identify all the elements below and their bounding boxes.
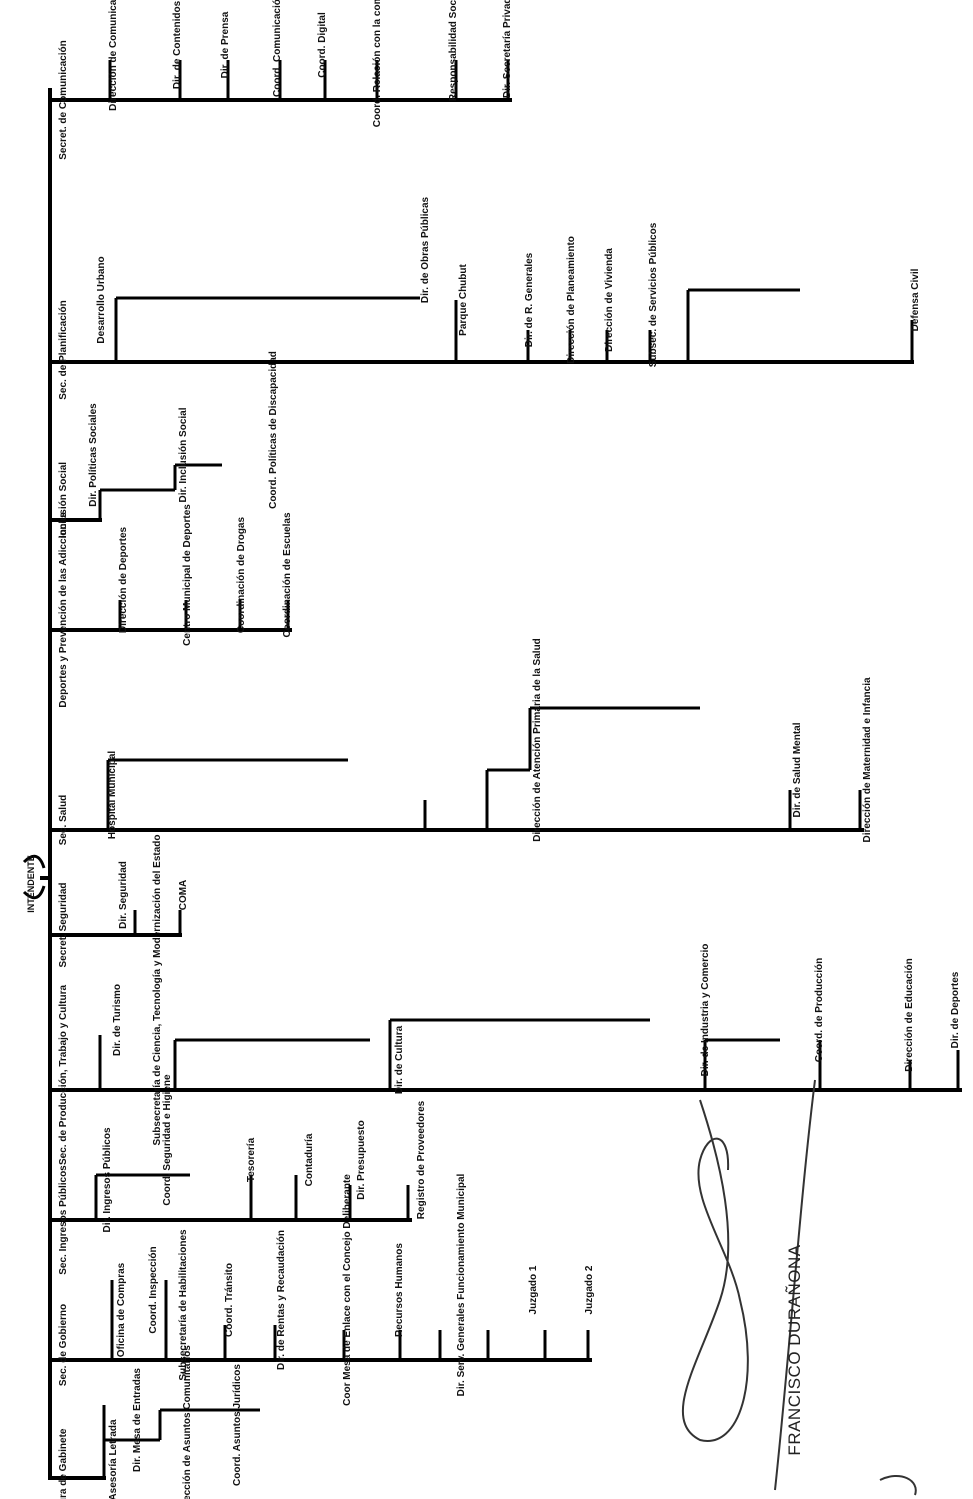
child-label: Dir. de Deportes bbox=[950, 971, 961, 1048]
child-label: Coor Mesa de Enlace con el Concejo Delib… bbox=[342, 1174, 353, 1406]
child-label: Centro Municipal de Deportes bbox=[182, 504, 193, 646]
child-label: Registro de Proveedores bbox=[416, 1100, 427, 1219]
child-label: Dirección de Deportes bbox=[118, 526, 129, 633]
child-label: Coord. de Producción bbox=[814, 958, 825, 1062]
signature-flourish-icon bbox=[879, 1475, 917, 1496]
department-label: Sec. de Producción, Trabajo y Cultura bbox=[58, 985, 69, 1165]
child-label: Dir. Seguridad bbox=[118, 861, 129, 929]
department-label: Jefatura de Gabinete bbox=[58, 1428, 69, 1499]
child-label: Dirección de Asuntos Comunitarios bbox=[182, 1345, 193, 1499]
child-label: Dir. Inclusión Social bbox=[178, 407, 189, 502]
department-label: Deportes y Prevención de las Adicciones bbox=[58, 512, 69, 708]
child-label: Dir. Secretaría Privada bbox=[502, 0, 513, 98]
child-label: Dir. Políticas Sociales bbox=[88, 403, 99, 507]
child-label: Juzgado 1 bbox=[528, 1265, 539, 1314]
child-label: Tesorería bbox=[246, 1137, 257, 1182]
child-label: Subsec. de Servicios Públicos bbox=[648, 222, 659, 367]
child-label: Coord. Asuntos Jurídicos bbox=[232, 1364, 243, 1486]
child-label: Dirección de Atención Primaria de la Sal… bbox=[532, 638, 543, 842]
child-label: Dir. de Cultura bbox=[394, 1025, 405, 1094]
department-label: Secret. de Comunicación bbox=[58, 40, 69, 159]
department-label: Sec. Salud bbox=[58, 795, 69, 846]
child-label: Oficina de Compras bbox=[116, 1262, 127, 1357]
child-label: Juzgado 2 bbox=[584, 1265, 595, 1314]
child-label: Subsecretaría de Ciencia, Tecnología y M… bbox=[152, 834, 163, 1145]
department-produccion: Sec. de Producción, Trabajo y Cultura Di… bbox=[48, 834, 962, 1165]
root-label: INTENDENTE bbox=[26, 855, 36, 913]
child-label: Dirección de Educación bbox=[904, 958, 915, 1071]
child-label: Coord. Tránsito bbox=[224, 1263, 235, 1337]
child-label: Dir. de R. Generales bbox=[524, 252, 535, 347]
child-label: Dirección de Planeamiento bbox=[566, 236, 577, 364]
department-label: Sec. Ingresos Públicos bbox=[58, 1165, 69, 1275]
child-label: Dir. de Contenidos bbox=[172, 0, 183, 89]
child-label: Dir. de Prensa bbox=[220, 11, 231, 78]
department-deportes: Deportes y Prevención de las Adicciones … bbox=[48, 504, 293, 708]
department-label: Sec. de Gobierno bbox=[58, 1304, 69, 1386]
signature-block: FRANCISCO DURAÑONA bbox=[681, 1079, 917, 1496]
child-label: Coordinación de Escuelas bbox=[282, 512, 293, 637]
child-label: Dirección de Maternidad e Infancia bbox=[862, 677, 873, 842]
child-label: Dir. Ingresos Públicos bbox=[102, 1127, 113, 1232]
child-label: Coord. Políticas de Discapacidad bbox=[268, 351, 279, 509]
child-label: Recursos Humanos bbox=[394, 1243, 405, 1337]
department-inclusion: Inclusión Social Dir. Políticas Sociales… bbox=[48, 351, 279, 538]
child-label: Coord. Relación con la comunidad bbox=[372, 0, 383, 127]
child-label: Defensa Civil bbox=[910, 268, 921, 331]
child-label: COMA bbox=[178, 880, 189, 911]
department-label: Inclusión Social bbox=[58, 462, 69, 538]
child-label: Subsecretaría de Habilitaciones bbox=[178, 1229, 189, 1381]
department-comunicacion: Secret. de Comunicación Dirección de Com… bbox=[48, 0, 513, 160]
department-gobierno: Sec. de Gobierno Oficina de Compras Coor… bbox=[48, 1173, 595, 1406]
child-label: Coord. Digital bbox=[317, 12, 328, 78]
child-label: Dir. de Obras Públicas bbox=[420, 196, 431, 303]
child-label: Coord. Seguridad e Higiene bbox=[162, 1074, 173, 1206]
department-label: Secret. Seguridad bbox=[58, 882, 69, 967]
child-label: Coord. Inspección bbox=[148, 1246, 159, 1333]
child-label: Dir. de Industria y Comercio bbox=[700, 944, 711, 1077]
child-label: Dir. de Rentas y Recaudación bbox=[276, 1230, 287, 1370]
child-label: Dirección de Comunicación bbox=[108, 0, 119, 111]
department-salud: Sec. Salud Hospital Municipal Dirección … bbox=[48, 638, 873, 846]
department-jefatura: Jefatura de Gabinete Asesoría Letrada Di… bbox=[48, 1345, 260, 1499]
child-label: Contaduría bbox=[304, 1133, 315, 1186]
child-label: Dirección de Vivienda bbox=[604, 248, 615, 352]
department-planificacion: Sec. de Planificación Desarrollo Urbano … bbox=[48, 196, 921, 400]
child-label: Responsabilidad Social bbox=[448, 0, 459, 101]
signature-name: FRANCISCO DURAÑONA bbox=[785, 1244, 804, 1455]
child-label: Desarrollo Urbano bbox=[96, 256, 107, 343]
child-label: Parque Chubut bbox=[458, 264, 469, 336]
department-ingresos: Sec. Ingresos Públicos Dir. Ingresos Púb… bbox=[48, 1074, 427, 1275]
child-label: Dir. Mesa de Entradas bbox=[132, 1368, 143, 1472]
child-label: Coord. Comunicación bbox=[272, 0, 283, 97]
child-label: Dir. Serv. Generales Funcionamiento Muni… bbox=[456, 1173, 467, 1396]
child-label: Coordinación de Drogas bbox=[236, 517, 247, 634]
child-label: Asesoría Letrada bbox=[108, 1419, 119, 1499]
child-label: Dir. de Salud Mental bbox=[792, 722, 803, 817]
department-label: Sec. de Planificación bbox=[58, 300, 69, 399]
node-bracket-icon bbox=[22, 854, 46, 900]
child-label: Dir. de Turismo bbox=[112, 984, 123, 1056]
department-seguridad: Secret. Seguridad Dir. Seguridad COMA bbox=[48, 861, 189, 968]
root-node: INTENDENTE bbox=[22, 854, 46, 913]
child-label: Hospital Municipal bbox=[107, 751, 118, 840]
child-label: Dir. Presupuesto bbox=[356, 1120, 367, 1199]
handwritten-signature-icon bbox=[681, 1079, 816, 1491]
